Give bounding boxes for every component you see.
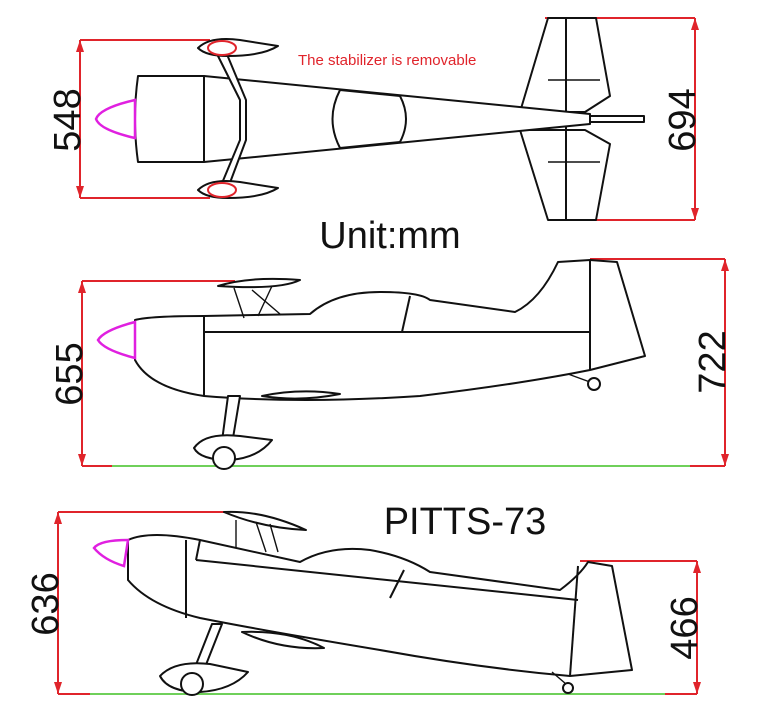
dimension-466-marker bbox=[580, 560, 701, 695]
wheel-pant-top-right bbox=[197, 180, 279, 199]
dimension-636-label: 636 bbox=[25, 572, 67, 635]
stabilizer-note: The stabilizer is removable bbox=[298, 52, 476, 69]
dimension-722-label: 722 bbox=[692, 330, 734, 393]
spinner-perspective bbox=[92, 538, 130, 568]
spinner-side bbox=[96, 320, 137, 360]
dimension-466-label: 466 bbox=[664, 596, 706, 659]
unit-label: Unit:mm bbox=[319, 215, 460, 257]
fuselage-perspective bbox=[127, 534, 633, 677]
upper-wing-side bbox=[217, 277, 301, 289]
top-view: 548 694 bbox=[47, 17, 704, 221]
dimension-694-label: 694 bbox=[662, 88, 704, 151]
perspective-view: 636 466 bbox=[25, 510, 706, 696]
wheel-pant-perspective bbox=[159, 662, 249, 693]
dimension-548-marker bbox=[76, 39, 210, 199]
dimension-655-marker bbox=[78, 280, 235, 467]
dimension-636-marker bbox=[54, 511, 230, 695]
dimension-655-label: 655 bbox=[49, 342, 91, 405]
wheel-pant-top-left bbox=[197, 38, 279, 57]
spinner-top bbox=[94, 98, 137, 140]
model-name: PITTS-73 bbox=[384, 501, 547, 543]
side-view: 655 722 bbox=[49, 258, 734, 470]
dimension-548-label: 548 bbox=[47, 88, 89, 151]
upper-wing-perspective bbox=[223, 510, 307, 531]
dimension-722-marker bbox=[590, 258, 729, 467]
